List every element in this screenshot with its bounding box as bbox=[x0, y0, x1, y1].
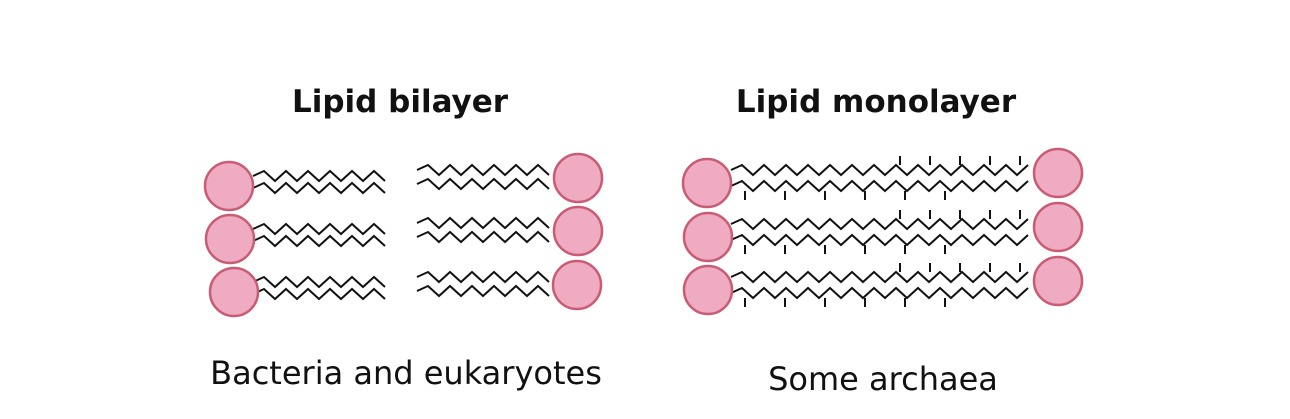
polar-head bbox=[1032, 255, 1084, 307]
isoprenoid-tail bbox=[730, 286, 1029, 300]
polar-head bbox=[681, 157, 733, 209]
hydrocarbon-tail bbox=[252, 169, 386, 183]
isoprenoid-tail bbox=[730, 217, 1029, 231]
monolayer-title: Lipid monolayer bbox=[735, 84, 1017, 120]
hydrocarbon-tail bbox=[252, 181, 386, 195]
polar-head bbox=[682, 264, 734, 316]
isoprenoid-tail bbox=[730, 270, 1029, 284]
polar-head bbox=[208, 266, 260, 318]
polar-head bbox=[552, 205, 604, 257]
hydrocarbon-tail bbox=[416, 270, 550, 284]
monolayer-caption: Some archaea bbox=[768, 360, 998, 398]
hydrocarbon-tail bbox=[252, 275, 386, 289]
polar-head bbox=[204, 213, 256, 265]
polar-head bbox=[551, 259, 603, 311]
polar-head bbox=[203, 160, 255, 212]
hydrocarbon-tail bbox=[416, 163, 550, 177]
hydrocarbon-tail bbox=[416, 284, 550, 298]
lipid-bilayer-graphic bbox=[203, 152, 604, 318]
hydrocarbon-tail bbox=[416, 230, 550, 244]
bilayer-title: Lipid bilayer bbox=[291, 84, 509, 120]
bilayer-caption: Bacteria and eukaryotes bbox=[210, 354, 602, 392]
hydrocarbon-tail bbox=[252, 287, 386, 301]
isoprenoid-tail bbox=[730, 233, 1029, 247]
polar-head bbox=[1032, 147, 1084, 199]
hydrocarbon-tail bbox=[416, 216, 550, 230]
polar-head bbox=[1032, 201, 1084, 253]
polar-head bbox=[682, 211, 734, 263]
polar-head bbox=[552, 152, 604, 204]
isoprenoid-tail bbox=[730, 179, 1029, 193]
hydrocarbon-tail bbox=[416, 177, 550, 191]
lipid-monolayer-graphic bbox=[681, 147, 1084, 316]
hydrocarbon-tail bbox=[252, 234, 386, 248]
isoprenoid-tail bbox=[730, 163, 1029, 177]
hydrocarbon-tail bbox=[252, 222, 386, 236]
